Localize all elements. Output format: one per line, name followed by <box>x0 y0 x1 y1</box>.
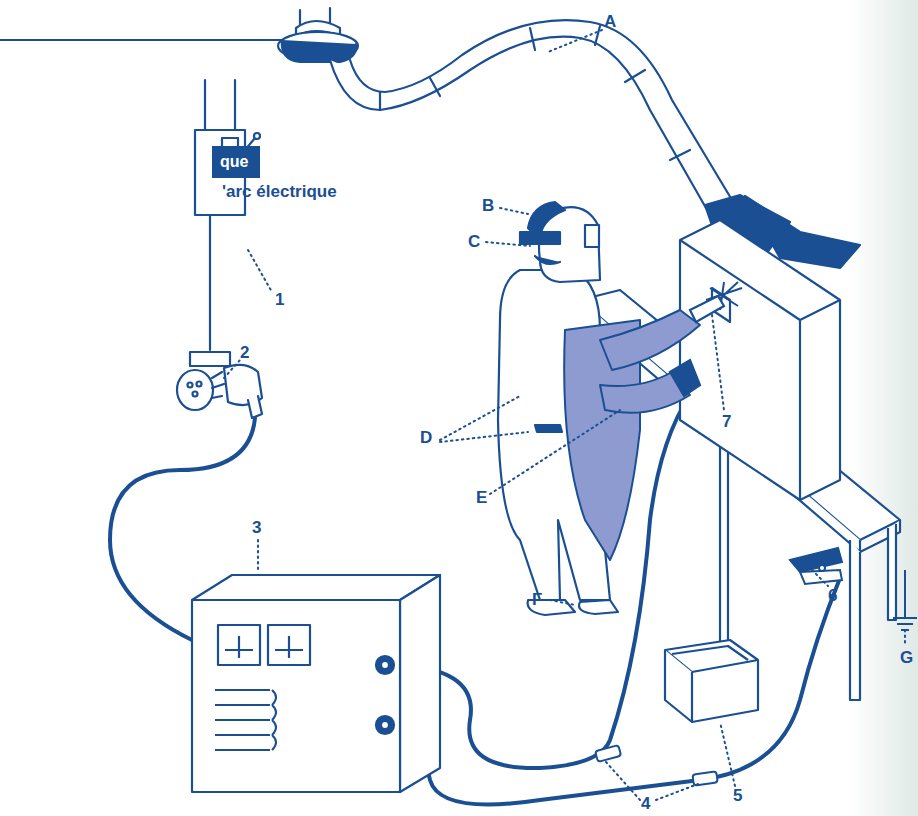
welding-machine <box>192 575 440 792</box>
callout-letter: A <box>604 12 616 32</box>
callout-letter: C <box>468 232 480 252</box>
title-banner: que <box>212 146 260 178</box>
electrode-bin <box>665 640 758 722</box>
callout-number: 1 <box>275 290 284 310</box>
cable-connectors <box>595 745 718 786</box>
ground-symbol <box>893 570 917 630</box>
leader-lines <box>224 30 905 800</box>
callout-letter: E <box>476 488 487 508</box>
callout-letter: D <box>420 428 432 448</box>
callout-letter: F <box>532 590 542 610</box>
power-plug <box>212 365 262 418</box>
subtitle: 'arc électrique <box>222 182 337 202</box>
cables <box>110 395 840 805</box>
callout-number: 3 <box>252 518 261 538</box>
callout-number: 2 <box>240 343 249 363</box>
callout-number: 7 <box>722 412 731 432</box>
electrical-panel <box>177 80 260 410</box>
apron-and-gloves <box>564 310 700 560</box>
callout-number: 4 <box>641 794 650 814</box>
callout-number: 6 <box>828 586 837 606</box>
callout-number: 5 <box>733 786 742 806</box>
ground-clamp <box>790 548 842 584</box>
callout-letter: G <box>900 648 913 668</box>
electrode-holder <box>670 296 724 396</box>
background-band <box>850 0 918 816</box>
callout-letter: B <box>482 196 494 216</box>
header-rule <box>0 39 290 41</box>
